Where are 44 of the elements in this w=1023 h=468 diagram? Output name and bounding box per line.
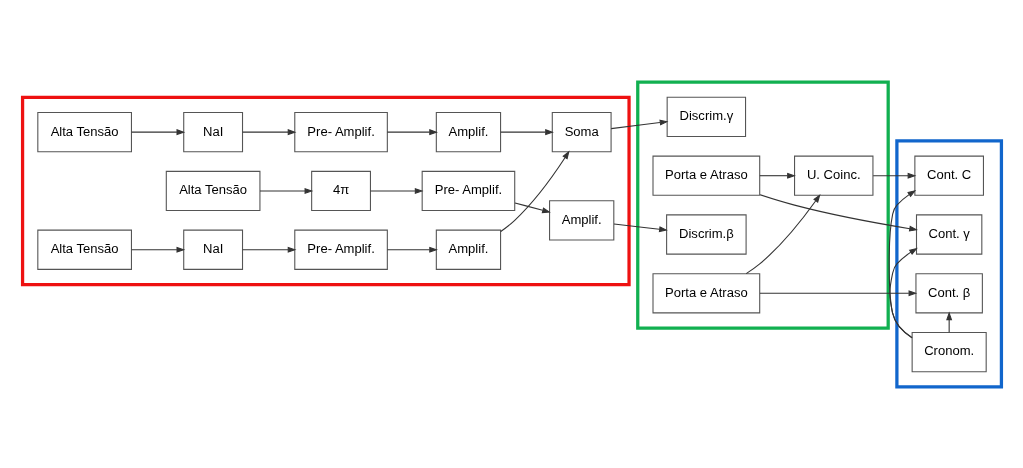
cluster xyxy=(20,95,631,286)
arrow xyxy=(130,128,185,135)
arrow xyxy=(369,187,424,194)
node-box: Soma xyxy=(551,111,612,152)
arrow xyxy=(758,172,796,179)
arrow xyxy=(499,128,554,135)
cluster xyxy=(894,138,1003,389)
node-box: Pre- Amplif. xyxy=(293,229,388,270)
node-box: Cont. β xyxy=(914,272,983,313)
node-box: NaI xyxy=(182,111,243,152)
node-box: Cont. C xyxy=(913,155,984,196)
arrow xyxy=(888,189,916,338)
node-box: Discrim.γ xyxy=(666,96,746,137)
arrow xyxy=(241,128,296,135)
arrow xyxy=(386,128,438,135)
arrow xyxy=(258,187,313,194)
node-box: NaI xyxy=(182,229,243,270)
arrow xyxy=(745,193,821,274)
arrow xyxy=(610,119,668,129)
node-box: Porta e Atraso xyxy=(651,155,760,196)
node-box: Cronom. xyxy=(911,331,987,372)
node-box: Pre- Amplif. xyxy=(421,170,515,211)
arrow xyxy=(612,222,668,232)
node-box: Pre- Amplif. xyxy=(293,111,388,152)
node-box: Amplif. xyxy=(435,111,501,152)
node-box: Alta Tensão xyxy=(36,111,132,152)
arrow xyxy=(241,246,296,253)
arrow xyxy=(499,150,570,232)
arrow xyxy=(386,246,438,253)
node-box: Alta Tensão xyxy=(165,170,260,211)
node-box: Amplif. xyxy=(435,229,501,270)
arrow xyxy=(130,246,185,253)
cluster xyxy=(635,79,890,330)
node-box: Alta Tensão xyxy=(36,229,132,270)
arrow xyxy=(758,289,917,296)
node-box: 4π xyxy=(310,170,371,211)
arrow xyxy=(872,172,916,179)
node-box: Amplif. xyxy=(548,199,614,240)
node-box: Cont. γ xyxy=(915,213,982,255)
arrow xyxy=(759,193,918,232)
node-box: Porta e Atraso xyxy=(651,272,760,313)
node-box: U. Coinc. xyxy=(793,155,873,196)
arrow xyxy=(514,201,551,213)
node-box: Discrim.β xyxy=(665,213,747,255)
